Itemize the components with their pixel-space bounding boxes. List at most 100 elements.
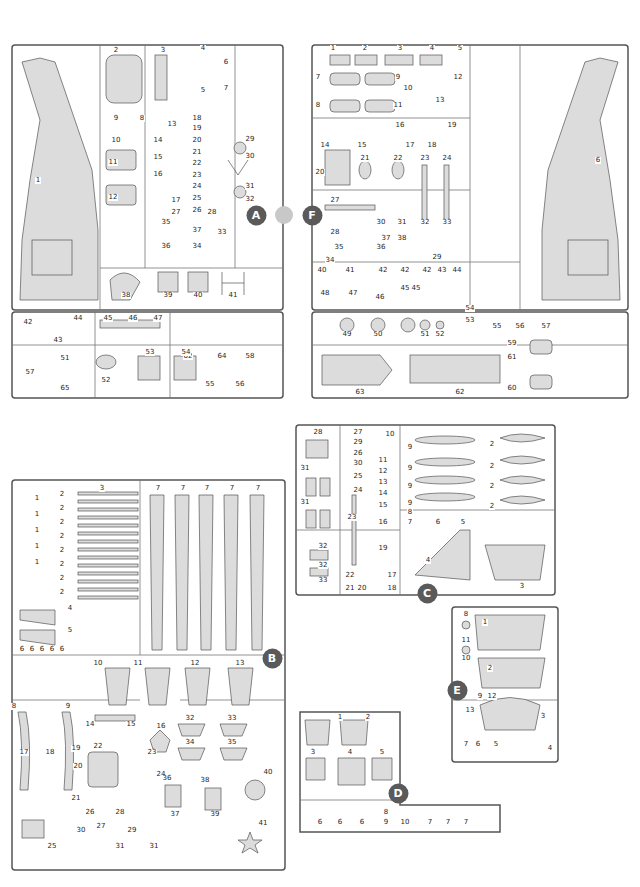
part-number: 26 [353,450,364,457]
part-number: 21 [360,155,371,162]
part-number: 22 [345,572,356,579]
part-number: 9 [65,703,71,710]
part-number: 2 [489,503,495,510]
part-number: 30 [353,460,364,467]
part-number: 9 [407,465,413,472]
part-number: 62 [455,389,466,396]
part-number: 10 [400,819,411,826]
part-number: 22 [192,160,203,167]
part-number: 9 [395,74,401,81]
sprue-letter: F [302,205,323,226]
part-number: 19 [447,122,458,129]
part-number: 21 [71,795,82,802]
part-number: 44 [452,267,463,274]
part-number: 38 [397,235,408,242]
part-number: 5 [457,45,463,52]
part-number: 10 [461,655,472,662]
part-number: 36 [161,243,172,250]
part-number: 6 [29,646,35,653]
part-number: 28 [313,429,324,436]
part-number: 26 [192,207,203,214]
part-number: 5 [67,627,73,634]
part-number: 7 [255,485,261,492]
part-number: 31 [245,183,256,190]
part-number: 2 [489,441,495,448]
part-number: 53 [145,349,156,356]
part-number: 6 [359,819,365,826]
part-number: 25 [47,843,58,850]
part-number: 8 [383,809,389,816]
part-number: 55 [492,323,503,330]
part-number: 55 [205,381,216,388]
part-number: 4 [425,557,431,564]
part-number: 34 [325,257,336,264]
part-number: 37 [192,227,203,234]
part-number: 7 [180,485,186,492]
part-number: 27 [171,209,182,216]
part-number: 51 [60,355,71,362]
part-number: 31 [397,219,408,226]
part-number: 27 [353,429,364,436]
part-number: 53 [465,317,476,324]
part-number: 31 [149,843,160,850]
part-number: 10 [403,85,414,92]
part-number: 65 [60,385,71,392]
letter-disc [302,205,322,225]
part-number: 12 [190,660,201,667]
part-number: 33 [227,715,238,722]
part-number: 7 [463,819,469,826]
part-number: 13 [465,707,476,714]
part-number: 32 [185,715,196,722]
part-number: 25 [353,473,364,480]
part-number: 11 [108,159,119,166]
part-number: 14 [320,142,331,149]
part-number: 33 [318,577,329,584]
part-number: 1 [34,527,40,534]
part-number: 42 [422,267,433,274]
part-number: 1 [34,495,40,502]
part-number: 11 [378,457,389,464]
part-number: 2 [59,533,65,540]
part-number: 42 [378,267,389,274]
letter-disc [246,205,266,225]
part-number: 7 [155,485,161,492]
part-number: 31 [115,843,126,850]
part-number: 38 [200,777,211,784]
part-number: 7 [204,485,210,492]
sprue-letter: D [388,783,409,804]
part-number: 11 [461,637,472,644]
part-number: 29 [353,439,364,446]
part-number: 59 [507,340,518,347]
part-number: 45 [400,285,411,292]
part-number: 46 [128,315,139,322]
part-number: 17 [171,197,182,204]
part-number: 4 [429,45,435,52]
part-number: 36 [376,244,387,251]
part-number: 17 [387,572,398,579]
part-number: 3 [540,713,546,720]
part-number: 12 [378,468,389,475]
part-number: 4 [67,605,73,612]
part-number: 10 [385,431,396,438]
part-number: 24 [192,183,203,190]
part-number: 5 [379,749,385,756]
part-number: 28 [330,229,341,236]
part-number: 6 [337,819,343,826]
part-number: 18 [45,749,56,756]
part-number: 35 [227,739,238,746]
part-number: 5 [493,741,499,748]
sprue-letter-text: B [262,648,283,669]
part-number: 6 [223,59,229,66]
part-number: 40 [317,267,328,274]
part-number: 35 [161,219,172,226]
letter-disc [388,783,408,803]
part-number: 16 [378,519,389,526]
part-number: 1 [35,177,41,184]
part-number: 60 [507,385,518,392]
part-number: 41 [258,820,269,827]
part-number: 25 [192,195,203,202]
part-number: 42 [400,267,411,274]
part-number: 47 [153,315,164,322]
part-number: 2 [489,483,495,490]
